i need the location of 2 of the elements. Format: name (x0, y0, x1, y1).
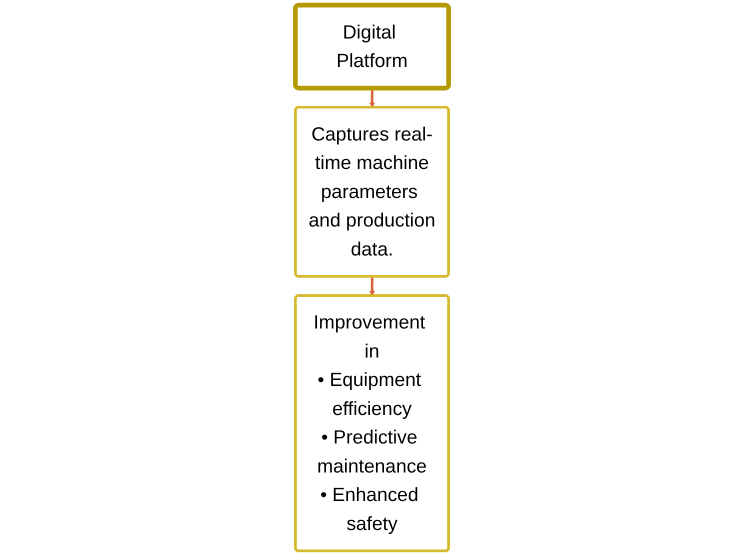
arrow (368, 88, 374, 108)
arrow (368, 276, 374, 296)
